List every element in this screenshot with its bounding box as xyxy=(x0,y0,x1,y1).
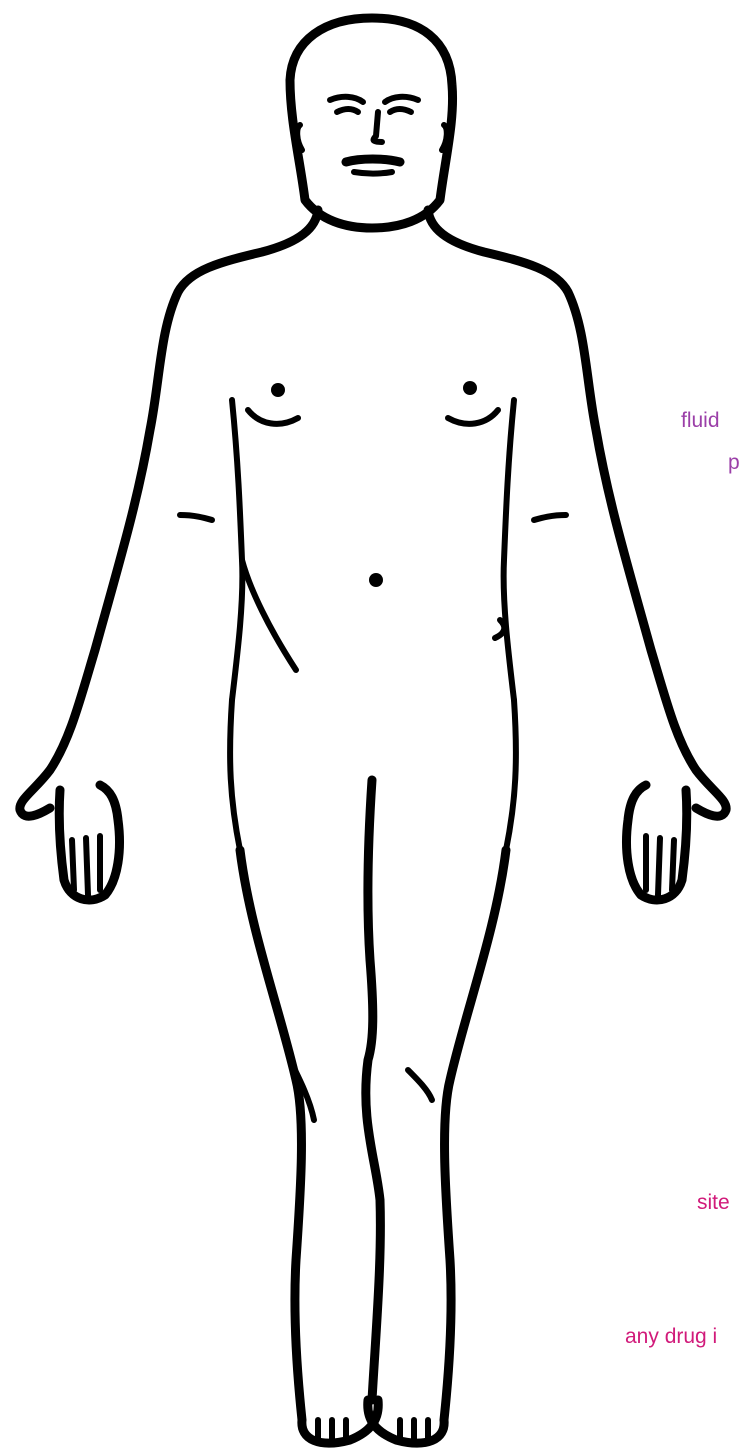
annotation-any-drug: any drug i xyxy=(625,1326,717,1347)
legs-and-feet xyxy=(240,780,506,1443)
head xyxy=(290,18,453,228)
torso-and-arms xyxy=(20,210,726,850)
annotation-site: site xyxy=(697,1192,730,1213)
annotation-p: p xyxy=(728,452,740,473)
annotation-fluid: fluid xyxy=(681,410,720,431)
